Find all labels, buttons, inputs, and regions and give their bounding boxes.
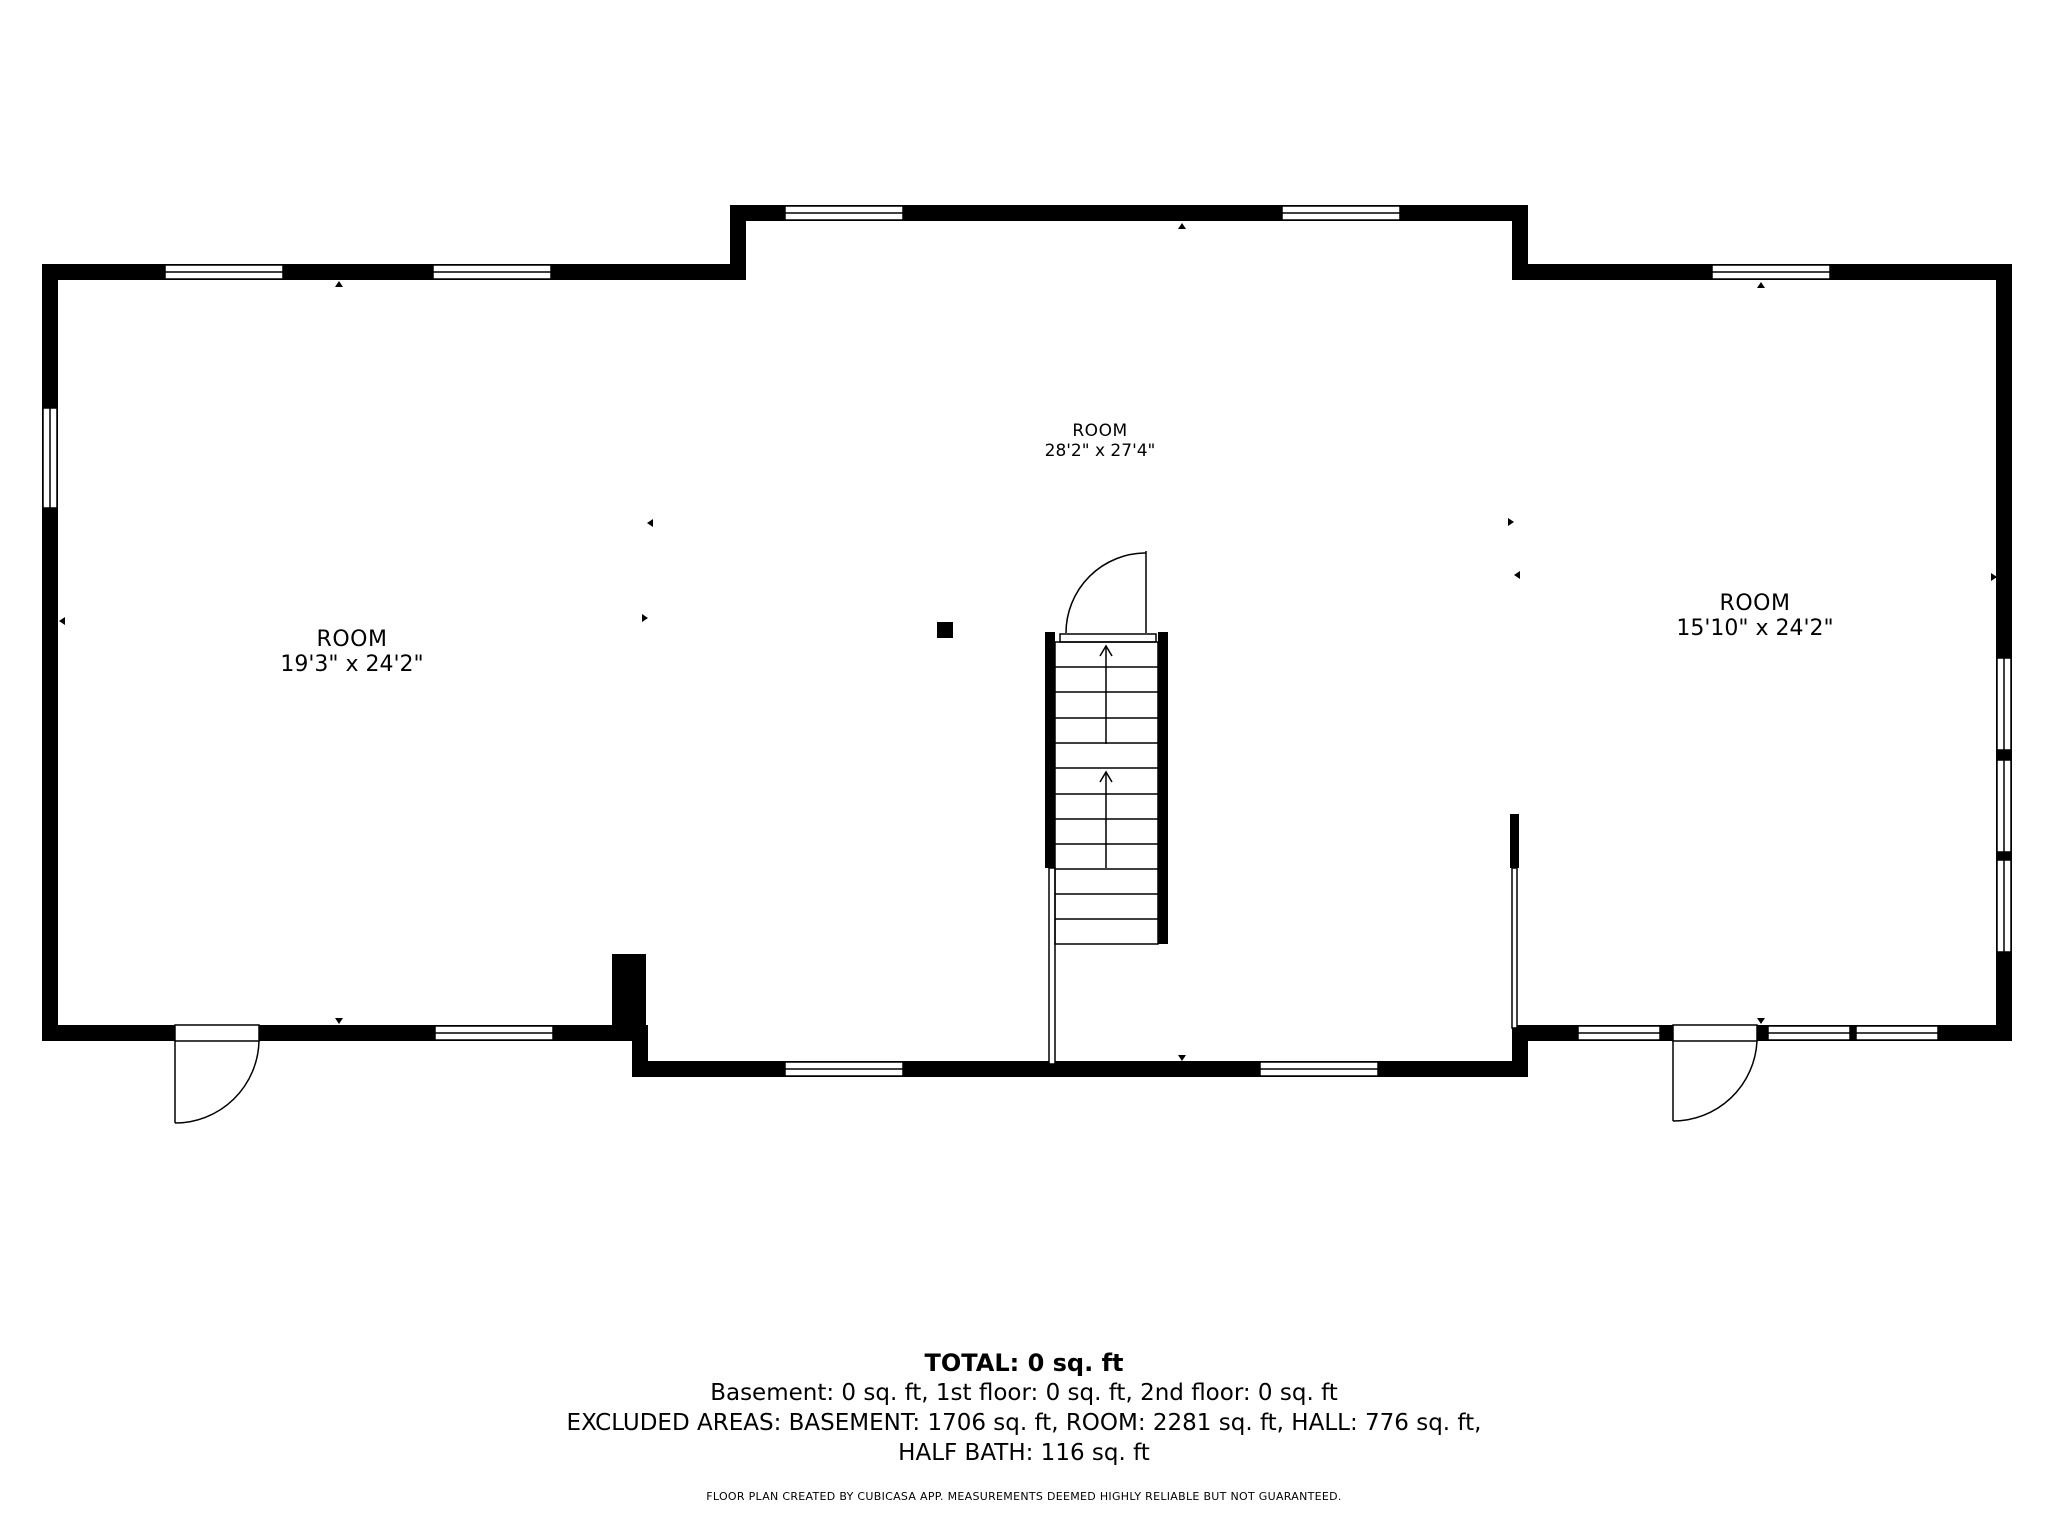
dimension-markers bbox=[59, 223, 1997, 1061]
room-name: ROOM bbox=[1072, 421, 1128, 441]
total-area: TOTAL: 0 sq. ft bbox=[924, 1349, 1124, 1377]
disclaimer: FLOOR PLAN CREATED BY CUBICASA APP. MEAS… bbox=[706, 1490, 1342, 1503]
interior-wall-right bbox=[1510, 814, 1519, 868]
column bbox=[937, 622, 953, 638]
room-label-right: ROOM 15'10" x 24'2" bbox=[1655, 591, 1855, 641]
room-dimensions: 28'2" x 27'4" bbox=[1044, 441, 1156, 461]
room-name: ROOM bbox=[316, 627, 388, 652]
room-dimensions: 19'3" x 24'2" bbox=[280, 652, 424, 677]
excluded-areas: EXCLUDED AREAS: BASEMENT: 1706 sq. ft, R… bbox=[566, 1410, 1482, 1436]
wall-stub bbox=[612, 954, 646, 1034]
windows bbox=[42, 205, 2012, 1077]
room-name: ROOM bbox=[1719, 591, 1791, 616]
excluded-areas-continued: HALF BATH: 116 sq. ft bbox=[898, 1440, 1150, 1466]
room-label-left: ROOM 19'3" x 24'2" bbox=[252, 627, 452, 677]
doors bbox=[174, 551, 1758, 1124]
area-summary: TOTAL: 0 sq. ft Basement: 0 sq. ft, 1st … bbox=[0, 1348, 2048, 1468]
room-label-center: ROOM 28'2" x 27'4" bbox=[1000, 421, 1200, 461]
room-dimensions: 15'10" x 24'2" bbox=[1676, 616, 1834, 641]
staircase bbox=[1045, 632, 1168, 1065]
interior-wall-right-thin bbox=[1511, 867, 1518, 1029]
floor-areas: Basement: 0 sq. ft, 1st floor: 0 sq. ft,… bbox=[710, 1380, 1338, 1406]
